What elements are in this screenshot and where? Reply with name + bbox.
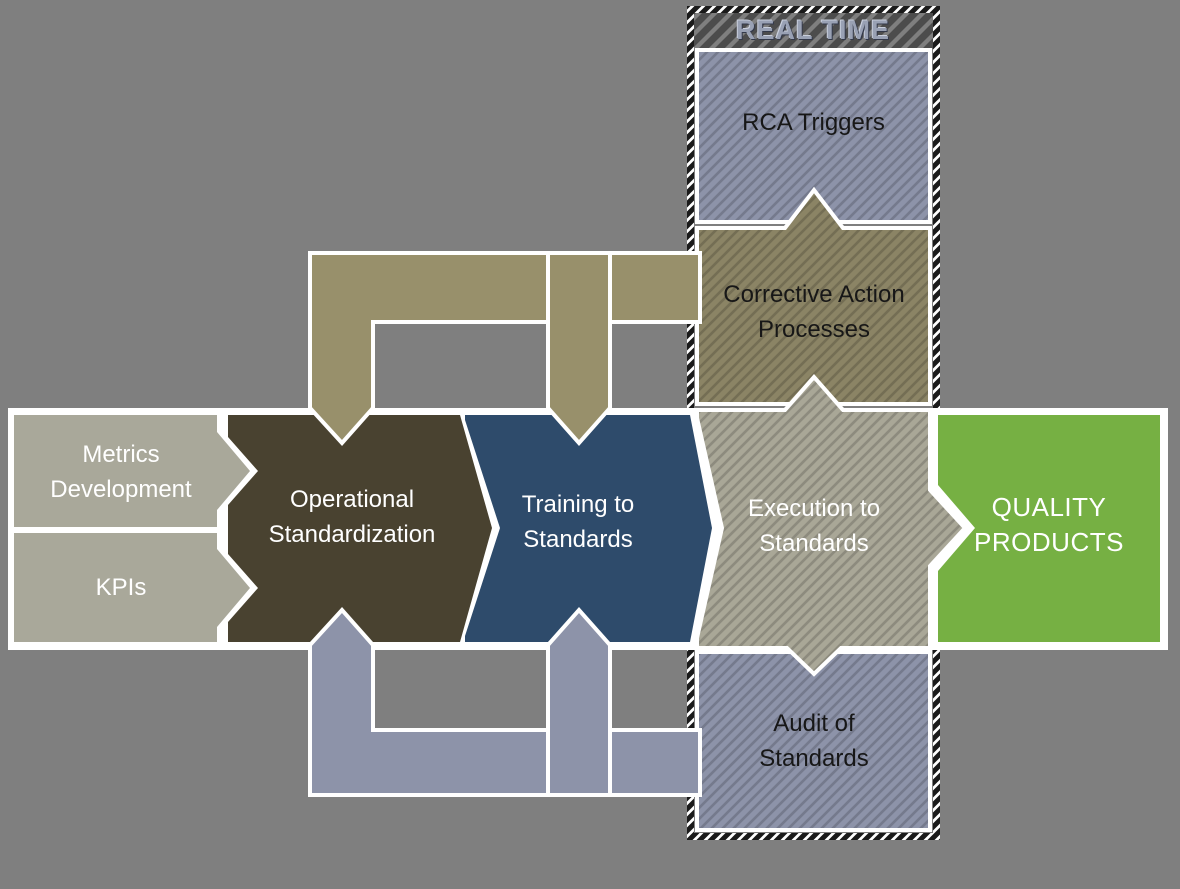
rca-triggers-label: RCA Triggers: [742, 109, 885, 136]
operational-standardization-box: [228, 415, 492, 642]
corrective-action-box: [695, 186, 932, 406]
corrective-to-training-arrow: [546, 251, 612, 447]
execution-to-standards-label: Execution to Standards: [747, 495, 881, 557]
metrics-development-label: Metrics Development: [50, 441, 192, 503]
quality-products-label: QUALITY PRODUCTS: [974, 492, 1124, 557]
metrics-development-box: [14, 415, 250, 527]
operational-standardization-label: Operational Standardization: [268, 486, 436, 548]
audit-of-standards-label: Audit of Standards: [759, 710, 869, 772]
quality-products-box: [938, 415, 1160, 642]
training-to-standards-box: [465, 415, 712, 642]
audit-to-training-arrow: [546, 606, 612, 797]
execution-to-standards-box: [695, 373, 968, 677]
kpis-box: [14, 533, 250, 642]
real-time-title: REAL TIME: [735, 15, 890, 45]
audit-of-standards-box: [695, 650, 932, 832]
training-to-standards-label: Training to Standards: [521, 491, 635, 553]
real-time-header-band: [694, 13, 933, 51]
kpis-label: KPIs: [95, 574, 147, 601]
corrective-action-label: Corrective Action Processes: [723, 281, 905, 343]
